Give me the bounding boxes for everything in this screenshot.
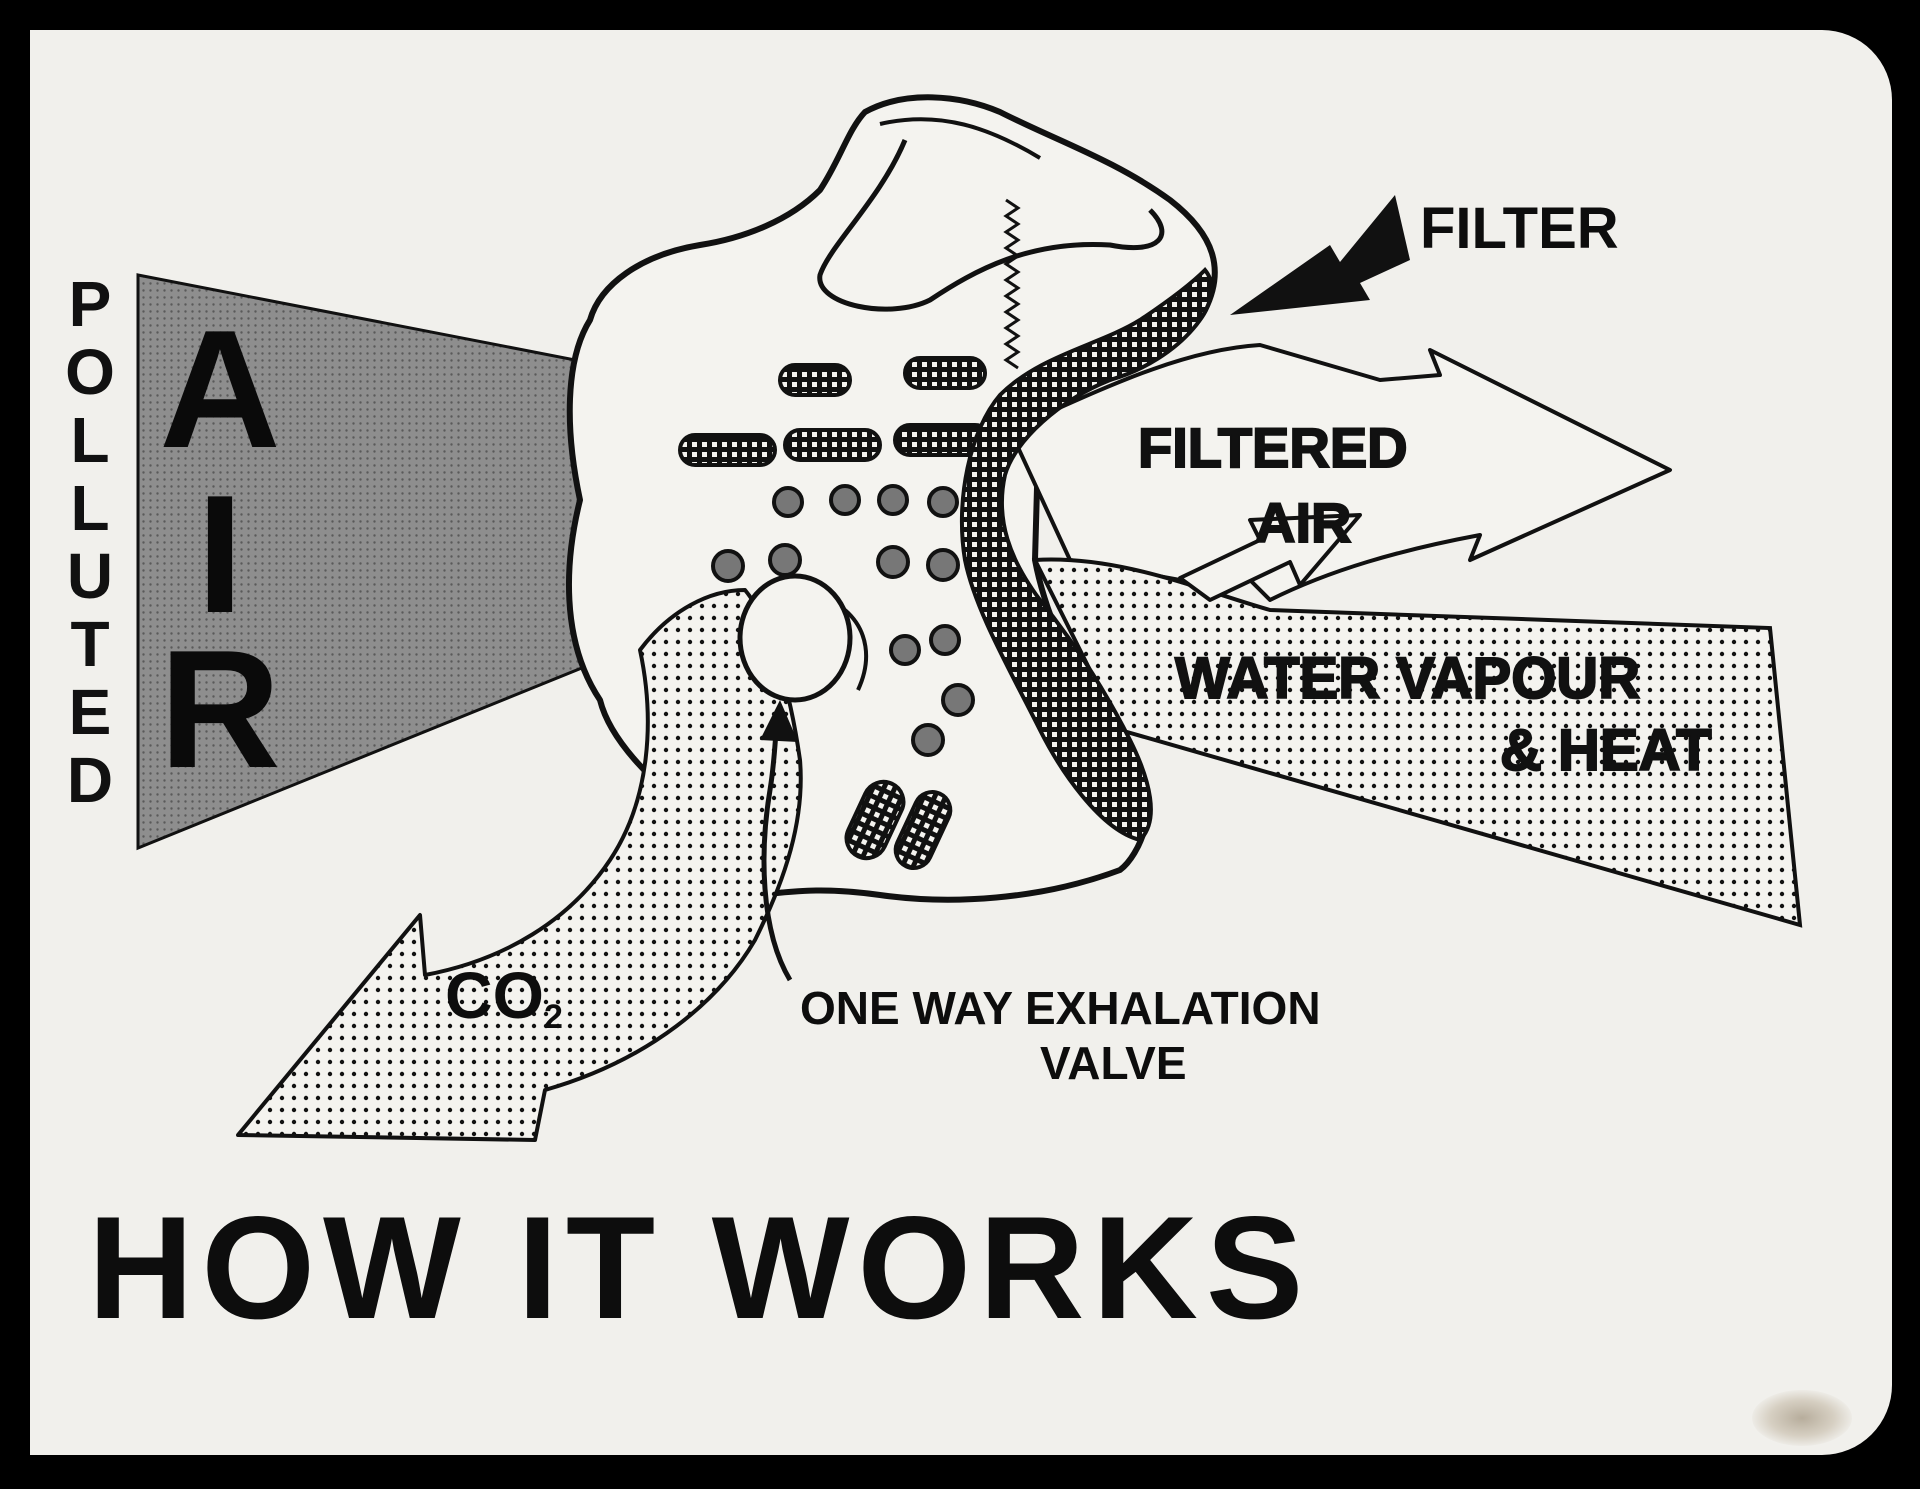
- filtered-air-label-line1: FILTERED: [1137, 416, 1409, 479]
- water-vapour-label-line2: & HEAT: [1499, 718, 1713, 783]
- water-vapour-label-line1: WATER VAPOUR: [1174, 646, 1641, 711]
- polluted-letter: O: [65, 336, 115, 408]
- co2-label: CO2: [445, 962, 563, 1034]
- air-letter: A: [159, 295, 281, 483]
- filter-pointer-arrow: [1230, 195, 1410, 315]
- mask-perforations: [678, 356, 992, 870]
- air-letter: I: [196, 460, 244, 648]
- valve-label-line1: ONE WAY EXHALATION: [800, 982, 1321, 1034]
- co2-text: CO: [445, 958, 544, 1032]
- valve-rim: [843, 608, 869, 691]
- mask-nose-curve: [817, 139, 1165, 312]
- filtered-air-arrow: [1008, 343, 1672, 602]
- polluted-letter: U: [66, 540, 114, 612]
- filter-label: FILTER: [1420, 196, 1619, 261]
- mask-inner-ridge: [879, 117, 1042, 160]
- spring: [1003, 198, 1021, 370]
- polluted-letter: D: [66, 744, 114, 816]
- polluted-letter: T: [70, 608, 110, 680]
- filtered-air-arrow-tips: [1178, 513, 1362, 602]
- polluted-letter: L: [70, 472, 110, 544]
- co2-subscript: 2: [544, 998, 563, 1036]
- polluted-letter: E: [68, 676, 112, 748]
- polluted-letter: L: [70, 404, 110, 476]
- valve-label-line2: VALVE: [1040, 1037, 1187, 1089]
- co2-arrow: [236, 588, 803, 1142]
- filter-band: [959, 267, 1214, 843]
- air-letter: R: [159, 615, 281, 803]
- polluted-letter: P: [68, 268, 112, 340]
- valve-pointer: [761, 711, 793, 982]
- valve-pointer-head: [760, 700, 798, 742]
- exhalation-valve: [737, 573, 853, 703]
- card-stain: [1752, 1390, 1852, 1446]
- filtered-air-label-line2: AIR: [1254, 491, 1352, 554]
- page-title: HOW IT WORKS: [88, 1186, 1312, 1349]
